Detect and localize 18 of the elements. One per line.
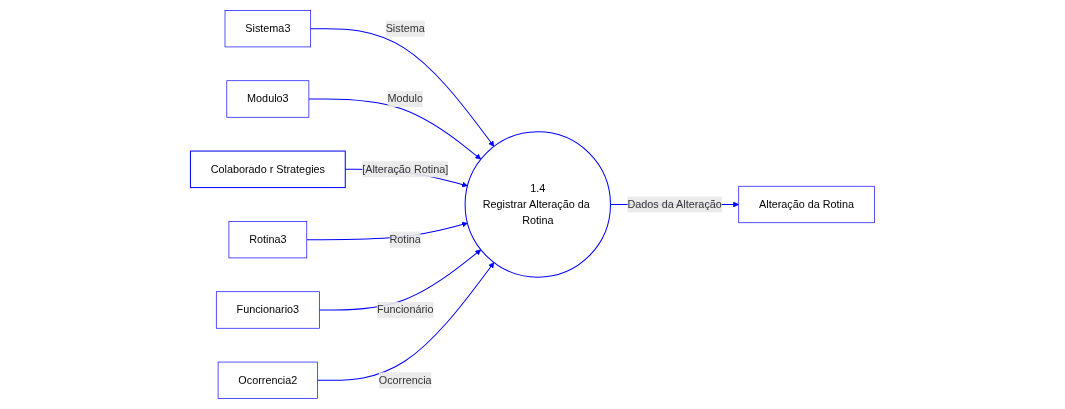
edge-label: Dados da Alteração — [627, 198, 722, 210]
node-box: Colaborado r Strategies — [190, 150, 346, 189]
edge-label: Modulo — [387, 92, 424, 105]
node-box: Sistema3 — [224, 10, 312, 48]
edge-label: Funcionário — [377, 303, 434, 316]
arrow — [317, 262, 495, 381]
edge-label: Rotina — [389, 233, 421, 246]
node-box: Modulo3 — [226, 80, 310, 118]
edge-label: Ocorrencia — [378, 374, 432, 386]
edge-label: Sistema — [385, 22, 425, 35]
arrow — [310, 28, 495, 147]
node-box: Funcionario3 — [216, 291, 320, 329]
node-box: Ocorrencia2 — [217, 361, 319, 399]
edge-label: [Alteração Rotina] — [362, 163, 449, 175]
node-circle: 1.4 Registrar Alteração da Rotina — [464, 131, 612, 278]
arrow — [308, 98, 482, 160]
node-box: Alteração da Rotina — [738, 185, 875, 224]
node-box: Rotina3 — [228, 221, 308, 259]
